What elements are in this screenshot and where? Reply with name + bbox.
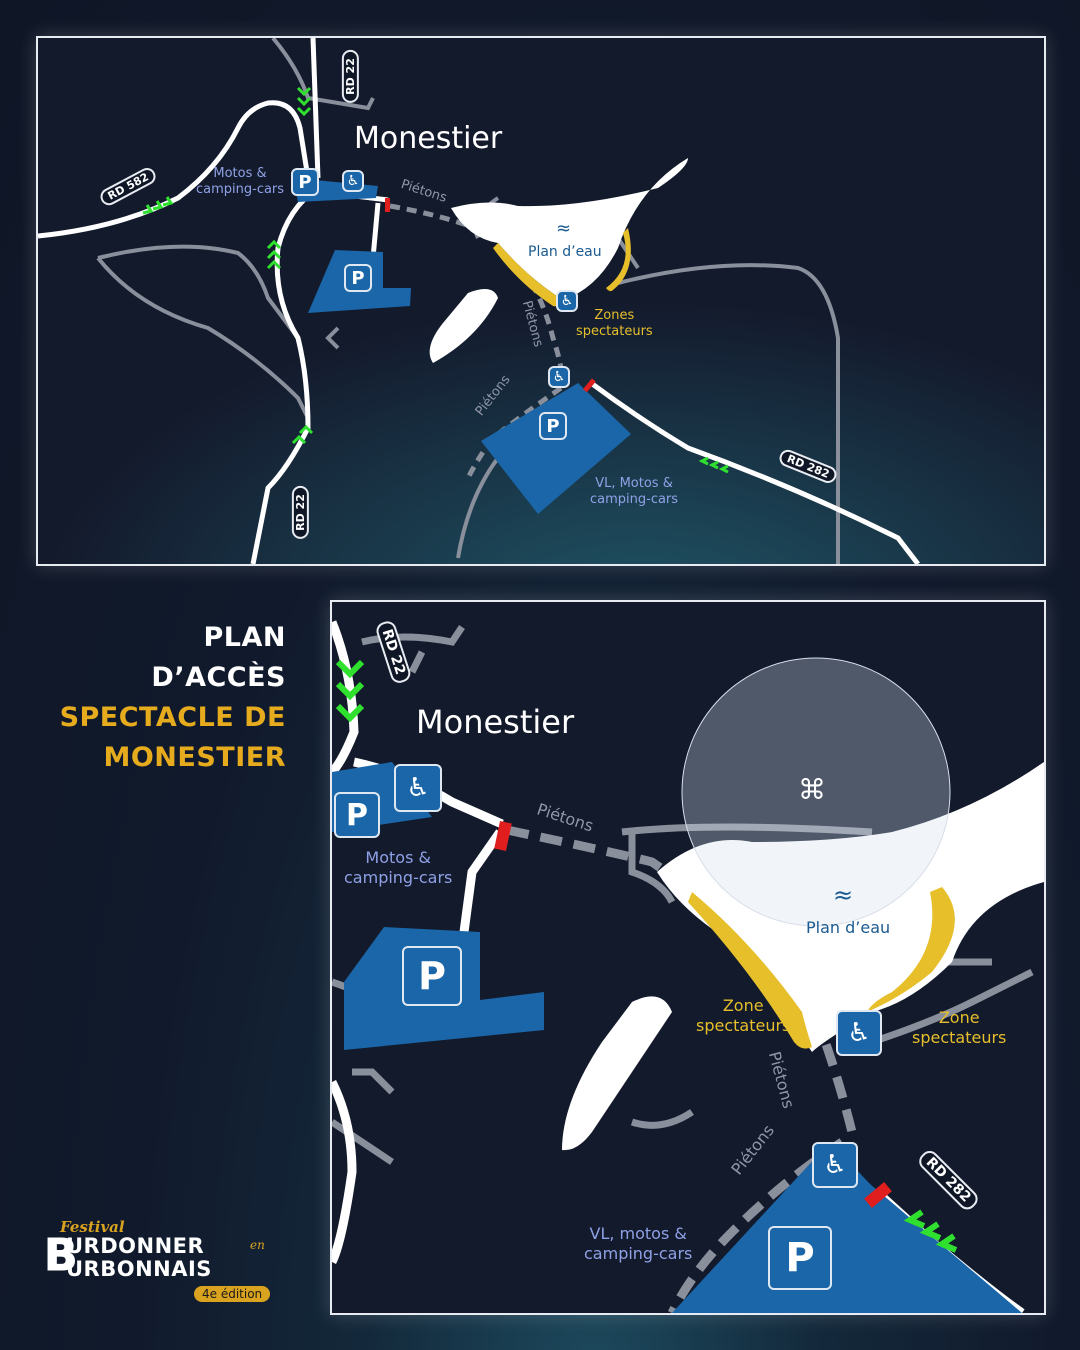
road-tag-rd22-south: RD 22 [291, 486, 309, 539]
motos-parking-label: Motos & camping-cars [344, 848, 453, 887]
wheelchair-icon: ♿ [812, 1142, 858, 1188]
road-tag-rd22-north: RD 22 [341, 50, 359, 103]
spectator-zone-right [606, 228, 631, 292]
parking-icon: P [539, 412, 567, 440]
access-chevrons [335, 659, 958, 1253]
logo-edition-badge: 4e édition [194, 1286, 271, 1302]
wheelchair-icon: ♿ [394, 764, 442, 812]
parking-icon: P [768, 1226, 832, 1290]
logo-festival-text: Festival [60, 1218, 125, 1236]
spectator-zones-label: Zones spectateurs [576, 308, 653, 340]
spectator-zone-left [493, 243, 563, 307]
parking-icon: P [291, 168, 319, 196]
drone-zone [681, 657, 951, 927]
water-icon: ≈ [833, 881, 854, 909]
parking-icon: P [402, 946, 462, 1006]
barrier-south [864, 1182, 892, 1208]
parking-icon: P [334, 792, 380, 838]
water-label: Plan d’eau [528, 244, 602, 260]
access-chevrons [142, 86, 729, 474]
water-icon: ≈ [556, 218, 572, 239]
small-lake [562, 996, 672, 1151]
water-body [657, 762, 1044, 1052]
parking-icon: P [344, 264, 372, 292]
vl-parking-label: VL, Motos & camping-cars [590, 476, 679, 508]
barrier-south [582, 378, 596, 393]
barrier-north [385, 198, 390, 212]
spectator-zone-right [867, 887, 955, 1012]
logo-big-letter: B [44, 1230, 79, 1281]
spectator-zone-left [688, 892, 812, 1049]
wheelchair-icon: ♿ [836, 1010, 882, 1056]
motos-parking-label: Motos & camping-cars [196, 166, 285, 198]
spectator-zone-label-left: Zone spectateurs [696, 996, 791, 1035]
festival-logo: Festival B URDONNER en URBONNAIS 4e édit… [44, 1218, 284, 1308]
wheelchair-icon: ♿ [342, 170, 364, 192]
wheelchair-icon: ♿ [548, 366, 570, 388]
title-line-4: MONESTIER [103, 742, 286, 773]
spectator-zone-label-right: Zone spectateurs [912, 1008, 1007, 1047]
overview-map-graphic [38, 38, 1044, 564]
small-lake [429, 289, 498, 363]
overview-map: Monestier RD 22 RD 22 RD 582 RD 282 Moto… [36, 36, 1046, 566]
secondary-roads [96, 38, 840, 564]
title-line-3: SPECTACLE DE [59, 702, 286, 733]
town-label: Monestier [416, 703, 575, 741]
logo-line-2: URBONNAIS [66, 1257, 212, 1281]
water-label: Plan d’eau [806, 918, 891, 937]
logo-line-1: URDONNER [66, 1234, 205, 1258]
title-line-1: PLAN [203, 622, 286, 653]
drone-icon: ⌘ [798, 773, 826, 806]
wheelchair-icon: ♿ [556, 290, 578, 312]
page-title: PLAN D’ACCÈS SPECTACLE DE MONESTIER [60, 618, 286, 778]
detail-map: Monestier RD 22 RD 282 Motos & camping-c… [330, 600, 1046, 1315]
barrier-north [494, 821, 512, 851]
town-label: Monestier [354, 121, 503, 156]
vl-parking-label: VL, motos & camping-cars [584, 1224, 693, 1263]
water-body [451, 158, 688, 300]
logo-en: en [250, 1238, 265, 1252]
title-line-2: D’ACCÈS [151, 662, 286, 693]
